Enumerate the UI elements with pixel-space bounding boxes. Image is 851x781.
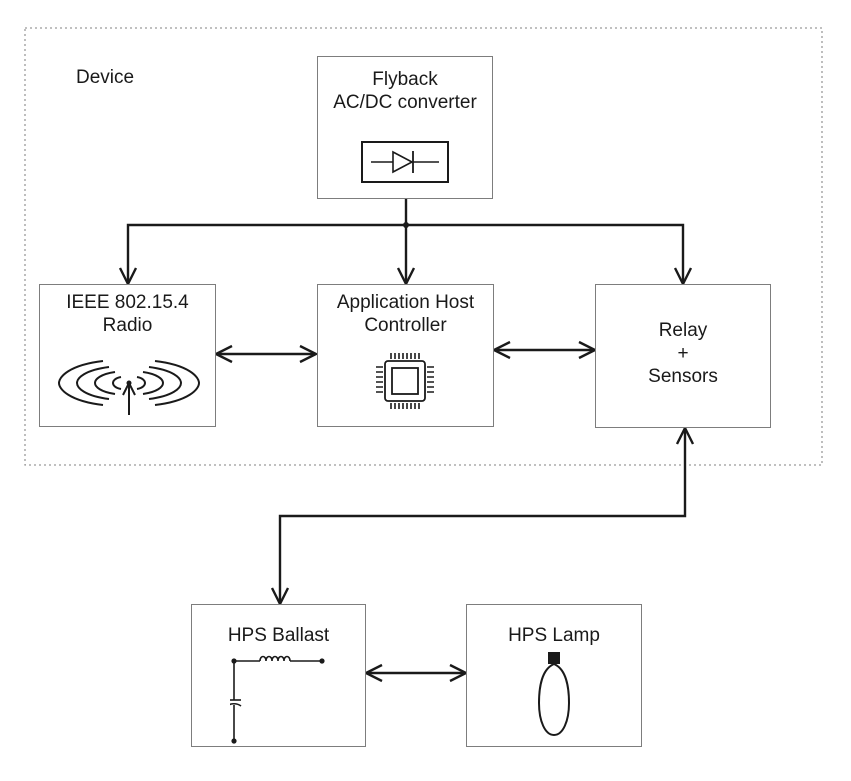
diode-icon [361, 141, 449, 183]
ballast-lamp-link [363, 663, 469, 683]
microchip-icon [376, 353, 434, 409]
relay-title-line2: + [677, 343, 689, 364]
hps-lamp-block: HPS Lamp [466, 604, 642, 747]
radio-controller-link [213, 344, 319, 364]
relay-title-line3: Sensors [648, 366, 718, 387]
radio-title-line1: IEEE 802.15.4 [66, 292, 189, 313]
controller-title-line1: Application Host [336, 292, 475, 313]
relay-title-line1: Relay [658, 320, 708, 341]
flyback-title: Flyback AC/DC converter [318, 68, 492, 114]
relay-ballast-link [270, 425, 695, 607]
ballast-title: HPS Ballast [192, 624, 365, 647]
lamp-title: HPS Lamp [467, 624, 641, 647]
flyback-title-line2: AC/DC converter [333, 92, 477, 113]
controller-block: Application Host Controller [317, 284, 494, 427]
flyback-title-line1: Flyback [372, 69, 438, 90]
controller-relay-link [491, 340, 598, 360]
relay-title: Relay + Sensors [596, 319, 770, 388]
ballast-title-line1: HPS Ballast [227, 625, 330, 646]
radio-title-line2: Radio [102, 315, 153, 336]
lamp-bulb-icon [537, 652, 571, 737]
device-label: Device [76, 67, 135, 88]
hps-ballast-block: HPS Ballast [191, 604, 366, 747]
power-bus [118, 199, 693, 287]
relay-sensors-block: Relay + Sensors [595, 284, 771, 428]
controller-title: Application Host Controller [318, 291, 493, 337]
radio-block: IEEE 802.15.4 Radio [39, 284, 216, 427]
lamp-title-line1: HPS Lamp [508, 625, 600, 646]
flyback-converter-block: Flyback AC/DC converter [317, 56, 493, 199]
radio-title: IEEE 802.15.4 Radio [40, 291, 215, 337]
radio-waves-icon [57, 360, 201, 415]
device-boundary [24, 27, 823, 466]
controller-title-line2: Controller [364, 315, 447, 336]
lc-circuit-icon [230, 655, 325, 744]
